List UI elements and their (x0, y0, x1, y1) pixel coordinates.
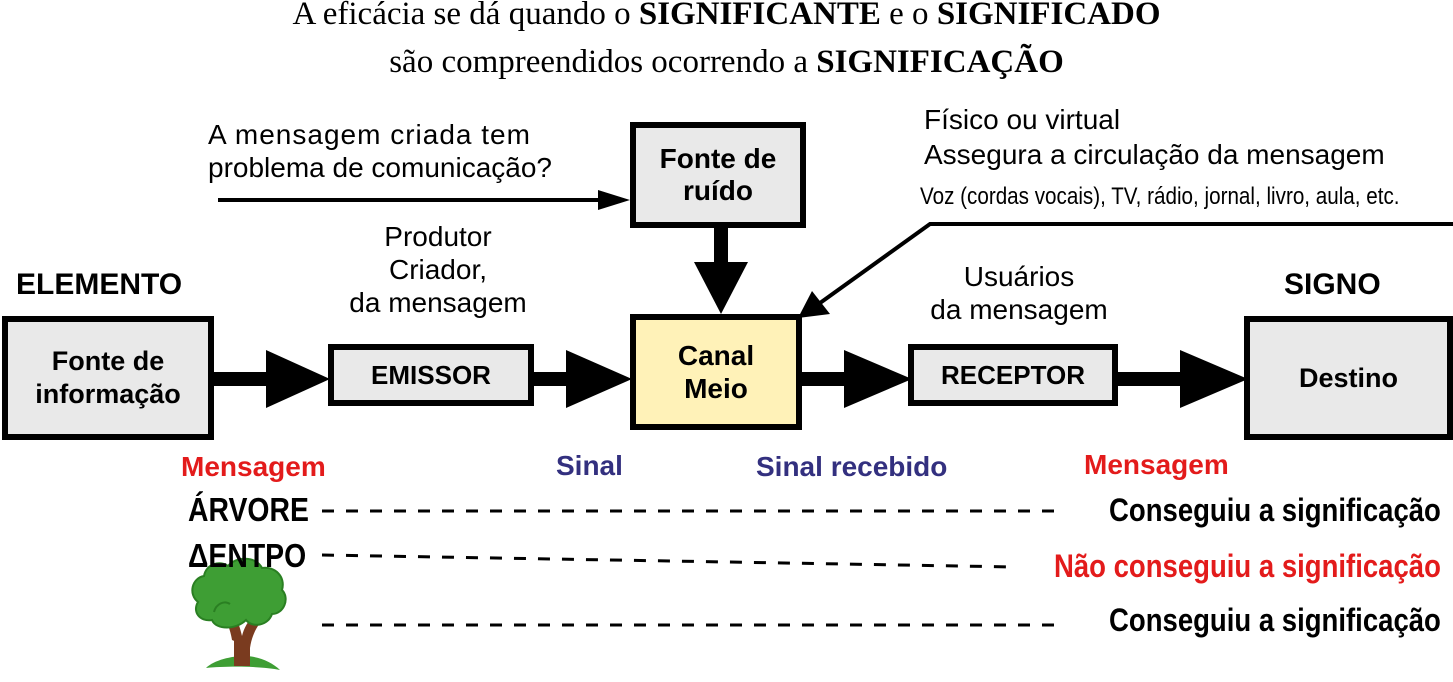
result-failure: Não conseguiu a significação (1054, 548, 1441, 584)
example-word-greek: ΔΕΝΤΡΟ (188, 537, 307, 574)
question-text: A mensagem criada tem problema de comuni… (208, 119, 552, 183)
receiver-to-destination-arrow (1116, 350, 1248, 408)
receiver-box: RECEPTOR (908, 344, 1118, 406)
question-arrow (218, 190, 630, 210)
channel-info-line-1: Físico ou virtual (924, 104, 1121, 135)
title-line-2: são compreendidos ocorrendo a SIGNIFICAÇ… (389, 44, 1064, 80)
tree-icon (191, 557, 287, 670)
title-line-1: A eficácia se dá quando o SIGNIFICANTE e… (292, 0, 1161, 32)
element-heading: ELEMENTO (16, 268, 183, 301)
producer-label: Produtor Criador, da mensagem (349, 221, 527, 318)
result-success-2: Conseguiu a significação (1109, 602, 1441, 638)
destination-box: Destino (1244, 316, 1453, 440)
emitter-to-canal-arrow (532, 350, 632, 408)
users-label: Usuários da mensagem (930, 261, 1108, 325)
result-success-1: Conseguiu a significação (1109, 492, 1441, 528)
channel-info-line-2: Assegura a circulação da mensagem (924, 139, 1385, 170)
sign-heading: SIGNO (1284, 268, 1381, 301)
canal-to-receiver-arrow (800, 350, 912, 408)
signal-received-label: Sinal recebido (756, 451, 948, 482)
noise-to-canal-arrow (694, 225, 748, 314)
signal-label: Sinal (556, 450, 623, 481)
channel-info-line-3: Voz (cordas vocais), TV, rádio, jornal, … (920, 183, 1400, 210)
emitter-box: EMISSOR (328, 344, 534, 406)
channel-info-arrow (798, 222, 1453, 318)
message-label-left: Mensagem (181, 451, 326, 482)
dashed-line-2 (321, 553, 1017, 569)
source-to-emitter-arrow (212, 350, 330, 408)
message-label-right: Mensagem (1084, 449, 1229, 480)
example-word-arvore: ÁRVORE (188, 491, 309, 528)
